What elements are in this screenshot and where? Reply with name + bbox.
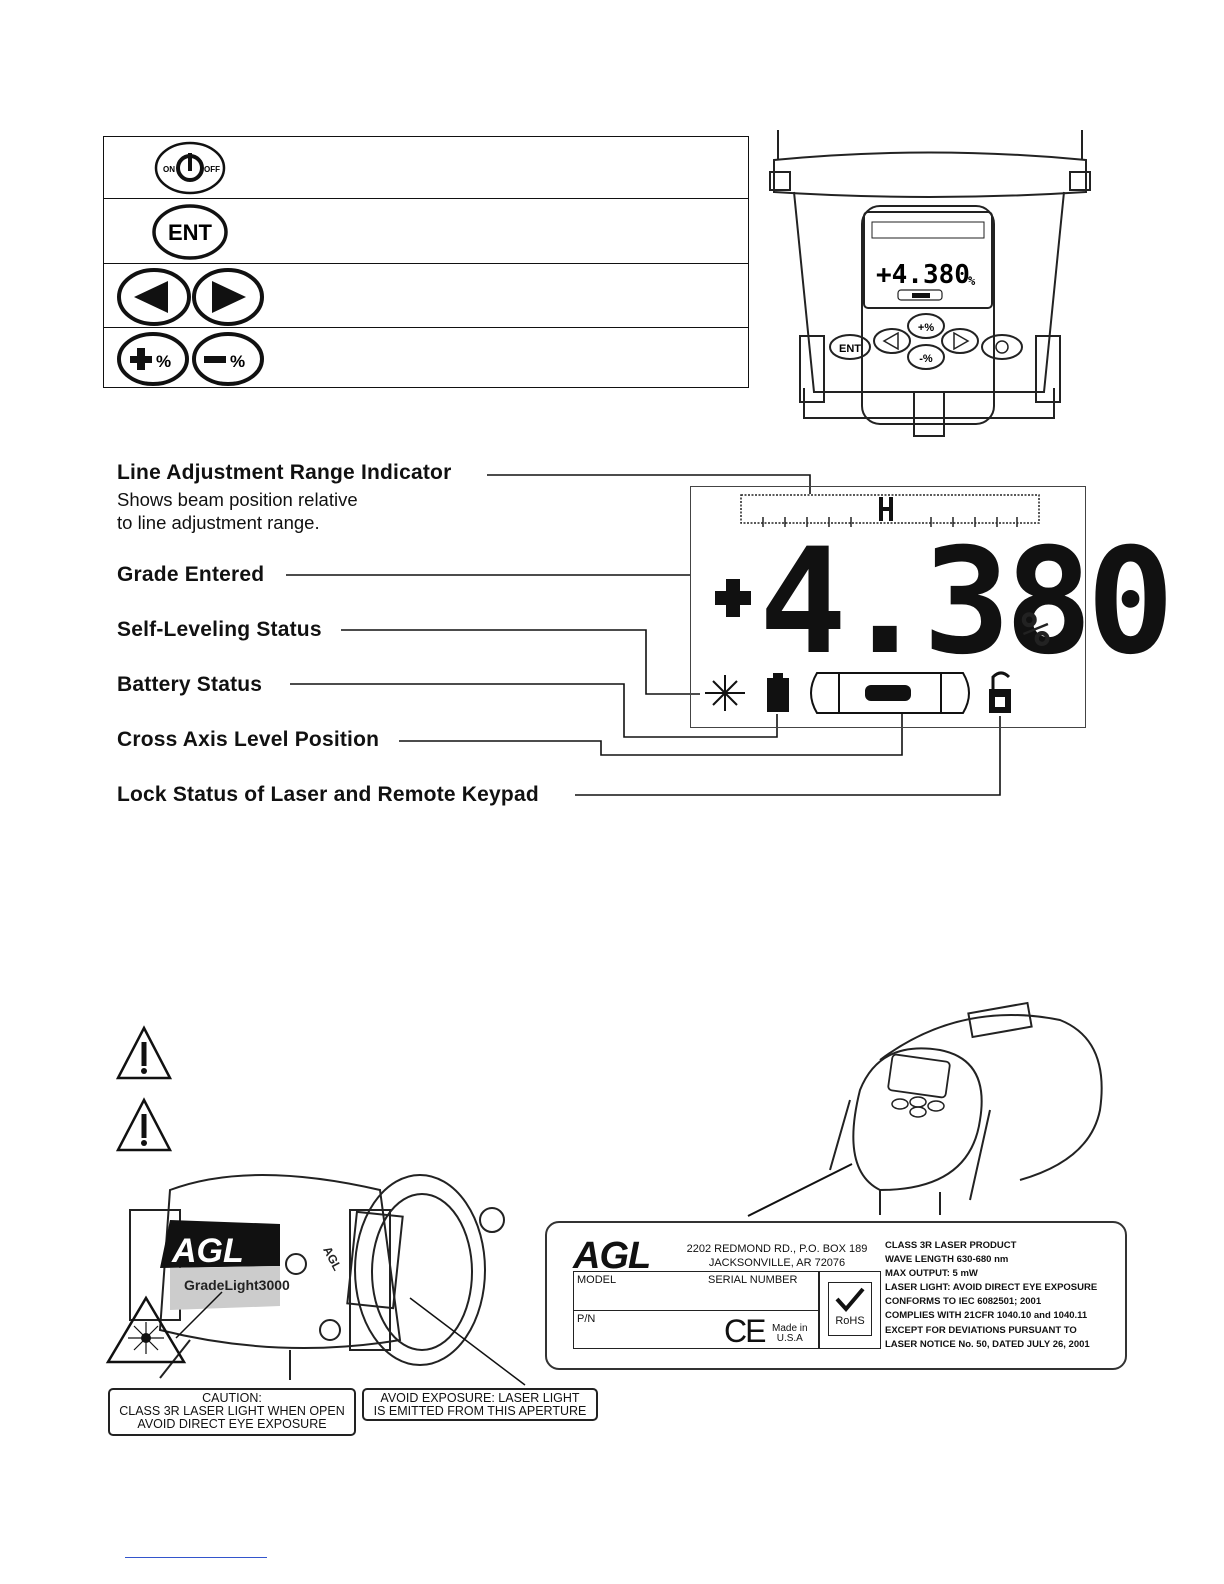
laser-hazard-icon [105,1295,187,1364]
made-in-line2: U.S.A [776,1333,803,1344]
side-model-text: GradeLight3000 [184,1277,290,1293]
lcd-plus-v [726,579,740,617]
aperture-label: AVOID EXPOSURE: LASER LIGHT IS EMITTED F… [362,1388,598,1421]
callout-line-adjustment-desc1: Shows beam position relative [117,489,358,510]
beam-position-marker [879,497,893,521]
callout-line-adjustment: Line Adjustment Range Indicator [117,461,452,484]
enter-key-icon: ENT [152,204,228,260]
minus-bar [204,356,226,363]
footer-link-underline[interactable] [125,1557,267,1558]
product-label-brand: AGL [573,1235,651,1277]
power-key-icon: ON OFF [154,141,226,195]
pn-label: P/N [577,1313,596,1325]
key-row-grade: % % [104,328,748,387]
key-row-power: ON OFF [104,137,748,199]
serial-label: SERIAL NUMBER [708,1274,798,1286]
check-icon [835,1287,865,1313]
power-key-off-text: OFF [204,165,220,174]
warning-icon [115,1025,173,1080]
made-in-line1: Made in [772,1323,808,1334]
grade-keys-icon: % % [117,332,264,386]
grade-minus-key-text: % [230,352,245,371]
lock-icon [989,671,1011,713]
spec-line: LASER LIGHT: AVOID DIRECT EYE EXPOSURE [885,1282,1098,1294]
product-label-address1: 2202 REDMOND RD., P.O. BOX 189 [686,1243,868,1255]
callout-grade-entered: Grade Entered [117,563,265,586]
right-arrow-icon [212,281,246,313]
device-front-illustration: +4.380 % +% -% ENT [769,130,1091,437]
aperture-line2: IS EMITTED FROM THIS APERTURE [373,1404,587,1418]
left-arrow-icon [134,281,168,313]
grade-plus-key-text: % [156,352,171,371]
aperture-line1: AVOID EXPOSURE: LASER LIGHT [380,1391,580,1405]
product-label-address2: JACKSONVILLE, AR 72076 [708,1257,846,1269]
lcd-status-row [705,671,1011,714]
device-side-illustration: AGL GradeLight3000 AGL [105,1174,526,1386]
arrow-keys-icon [117,268,264,326]
label-pointer-line [747,1163,853,1217]
callout-lock-status: Lock Status of Laser and Remote Keypad [117,783,539,806]
side-brand-text: AGL [171,1232,244,1270]
battery-icon [767,673,789,712]
device-power-icon [995,340,1009,354]
spec-line: WAVE LENGTH 630-680 nm [885,1254,1009,1266]
key-row-arrows [104,264,748,328]
spec-line: LASER NOTICE No. 50, DATED JULY 26, 2001 [885,1338,1090,1350]
cross-axis-level-icon [810,672,970,714]
warning-icon [115,1097,173,1152]
keypad-table: ON OFF ENT % % [103,136,749,388]
lcd-grade-value: 4.380 [759,517,1174,687]
caution-label: CAUTION: CLASS 3R LASER LIGHT WHEN OPEN … [108,1388,356,1436]
spec-line: MAX OUTPUT: 5 mW [885,1268,978,1280]
lcd-small-value: +4.380 [876,260,970,290]
plus-v [137,348,145,370]
lcd-graphic [715,494,1040,617]
callout-cross-axis: Cross Axis Level Position [117,728,380,751]
lcd-unit: % [1021,602,1050,658]
power-key-on-text: ON [163,165,175,174]
rohs-badge: RoHS [828,1282,872,1336]
device-right-arrow-icon [953,331,970,351]
callout-line-adjustment-desc2: to line adjustment range. [117,512,320,533]
caution-line1: CAUTION: [202,1391,262,1405]
self-leveling-icon [705,675,745,711]
callout-battery: Battery Status [117,673,263,696]
side-dial-text: AGL [320,1244,344,1273]
ce-mark: CE [724,1313,766,1349]
device-enter-key: ENT [839,343,861,355]
spec-line: CONFORMS TO IEC 6082501; 2001 [885,1296,1042,1308]
lcd-display: 4.380 % [690,486,1174,728]
caution-line2: CLASS 3R LASER LIGHT WHEN OPEN [119,1404,345,1418]
model-serial-box: MODEL SERIAL NUMBER P/N CE Made in U.S.A [573,1271,819,1349]
spec-line: COMPLIES WITH 21CFR 1040.10 and 1040.11 [885,1310,1088,1322]
device-minus-key: -% [919,353,933,365]
key-row-enter: ENT [104,199,748,264]
rohs-text: RoHS [835,1315,865,1327]
product-label: AGL 2202 REDMOND RD., P.O. BOX 189 JACKS… [545,1221,1127,1370]
device-left-arrow-icon [882,331,899,351]
spec-line: EXCEPT FOR DEVIATIONS PURSUANT TO [885,1324,1077,1336]
device-perspective-illustration [829,1001,1103,1215]
made-in-text: Made in U.S.A [772,1324,808,1344]
callout-leader-lines [286,474,1001,796]
device-plus-key: +% [918,322,934,334]
callout-self-leveling: Self-Leveling Status [117,618,322,641]
spec-list: CLASS 3R LASER PRODUCT WAVE LENGTH 630-6… [885,1239,1125,1352]
model-label: MODEL [577,1274,617,1286]
range-scale [740,494,1040,524]
caution-line3: AVOID DIRECT EYE EXPOSURE [137,1417,327,1431]
lcd-small-unit: % [968,274,976,288]
rohs-box: RoHS [819,1271,881,1349]
enter-key-text: ENT [168,220,213,245]
spec-line: CLASS 3R LASER PRODUCT [885,1240,1017,1251]
